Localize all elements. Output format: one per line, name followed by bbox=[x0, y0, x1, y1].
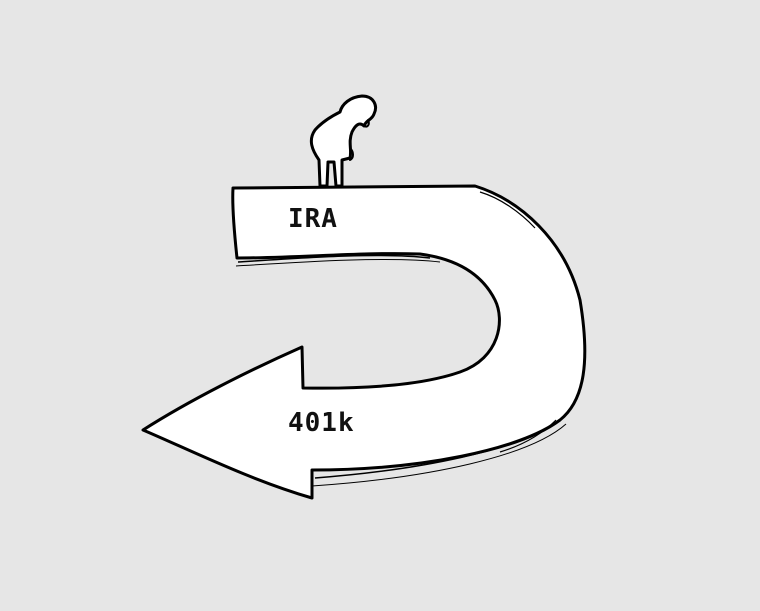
arrow-shape bbox=[141, 184, 587, 500]
stooped-person-icon bbox=[309, 94, 377, 188]
401k-label: 401k bbox=[288, 408, 355, 438]
u-turn-arrow-icon bbox=[141, 184, 587, 500]
ira-label: IRA bbox=[288, 204, 338, 234]
